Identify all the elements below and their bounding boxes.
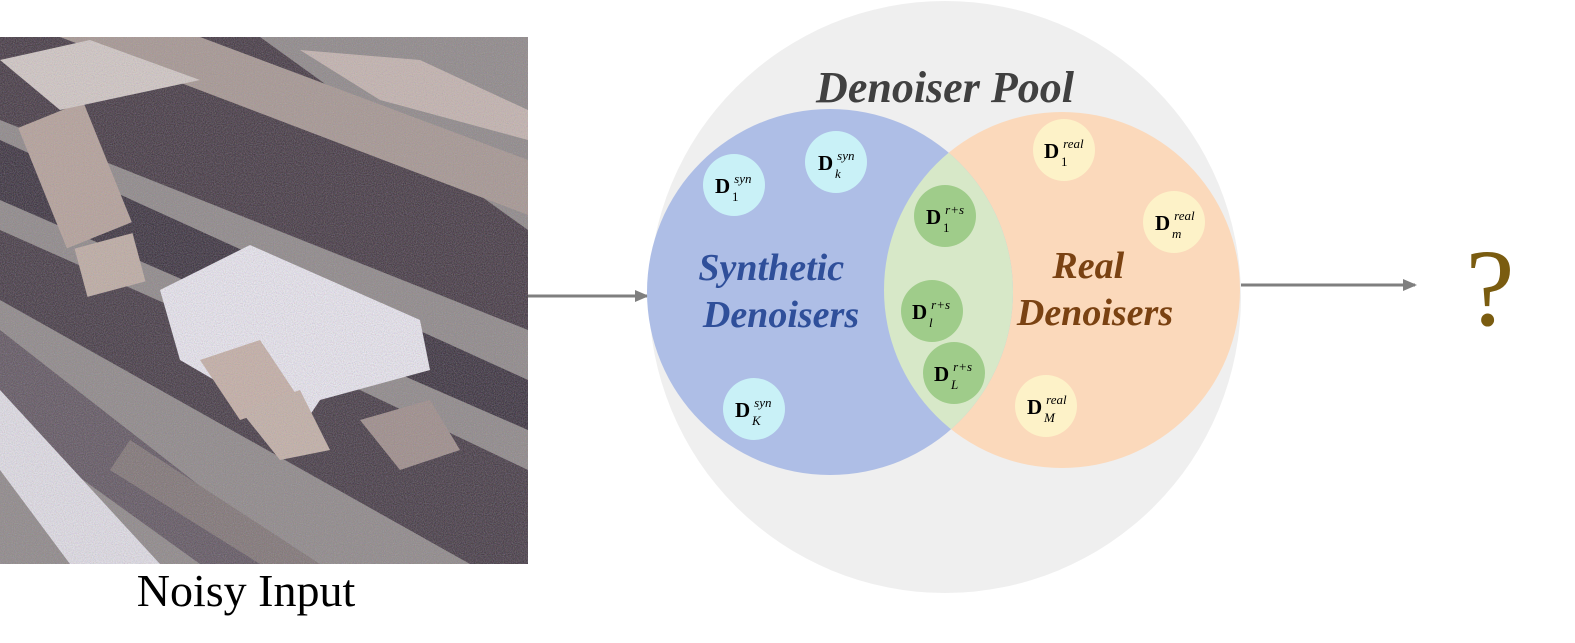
denoiser-node-syn-1: D syn 1 bbox=[703, 154, 765, 216]
node-base: D bbox=[1155, 211, 1170, 235]
real-denoisers-label: Real Denoisers bbox=[1016, 245, 1173, 334]
node-base: D bbox=[735, 398, 750, 422]
node-sup: real bbox=[1046, 392, 1067, 407]
denoiser-node-rs-l: D r+s l bbox=[901, 280, 963, 342]
node-sup: r+s bbox=[953, 359, 972, 374]
node-sub: K bbox=[751, 413, 762, 428]
node-sup: r+s bbox=[931, 297, 950, 312]
node-base: D bbox=[934, 362, 949, 386]
node-sup: real bbox=[1174, 208, 1195, 223]
denoiser-node-real-m: D real m bbox=[1143, 191, 1205, 253]
denoiser-node-real-M: D real M bbox=[1015, 375, 1077, 437]
node-sub: 1 bbox=[732, 189, 739, 204]
svg-text:D real M: D real M bbox=[1027, 391, 1071, 425]
svg-text:D real m: D real m bbox=[1155, 207, 1199, 241]
svg-text:D r+s 1: D r+s 1 bbox=[926, 201, 968, 235]
node-sup: syn bbox=[734, 171, 751, 186]
node-base: D bbox=[926, 205, 941, 229]
denoiser-node-syn-K: D syn K bbox=[723, 378, 785, 440]
svg-text:D syn 1: D syn 1 bbox=[715, 170, 756, 204]
svg-text:D syn k: D syn k bbox=[818, 147, 859, 181]
svg-text:D r+s L: D r+s L bbox=[934, 358, 976, 392]
node-sub: L bbox=[950, 377, 958, 392]
svg-text:D r+s l: D r+s l bbox=[912, 296, 954, 330]
synthetic-label-line2: Denoisers bbox=[702, 294, 859, 336]
node-base: D bbox=[818, 151, 833, 175]
denoiser-pool-title: Denoiser Pool bbox=[815, 63, 1075, 112]
node-sub: l bbox=[929, 315, 933, 330]
node-sup: r+s bbox=[945, 202, 964, 217]
synthetic-label-line1: Synthetic bbox=[698, 247, 844, 289]
node-sub: 1 bbox=[943, 220, 950, 235]
synthetic-denoisers-label: Synthetic Denoisers bbox=[698, 247, 859, 336]
denoiser-node-rs-L: D r+s L bbox=[923, 342, 985, 404]
node-base: D bbox=[1044, 139, 1059, 163]
output-question-mark: ? bbox=[1466, 227, 1515, 349]
noisy-input-caption: Noisy Input bbox=[137, 565, 356, 616]
svg-text:D syn K: D syn K bbox=[735, 394, 776, 428]
node-base: D bbox=[715, 174, 730, 198]
denoiser-node-rs-1: D r+s 1 bbox=[914, 185, 976, 247]
node-sup: real bbox=[1063, 136, 1084, 151]
node-base: D bbox=[912, 300, 927, 324]
denoiser-node-real-1: D real 1 bbox=[1033, 119, 1095, 181]
node-sub: m bbox=[1172, 226, 1181, 241]
node-sup: syn bbox=[837, 148, 854, 163]
svg-text:D real 1: D real 1 bbox=[1044, 135, 1088, 169]
node-base: D bbox=[1027, 395, 1042, 419]
node-sub: k bbox=[835, 166, 841, 181]
node-sub: M bbox=[1043, 410, 1056, 425]
denoiser-node-syn-k: D syn k bbox=[805, 131, 867, 193]
noisy-input-image bbox=[0, 37, 528, 564]
real-label-line2: Denoisers bbox=[1016, 292, 1173, 334]
node-sup: syn bbox=[754, 395, 771, 410]
real-label-line1: Real bbox=[1051, 245, 1124, 287]
node-sub: 1 bbox=[1061, 154, 1068, 169]
